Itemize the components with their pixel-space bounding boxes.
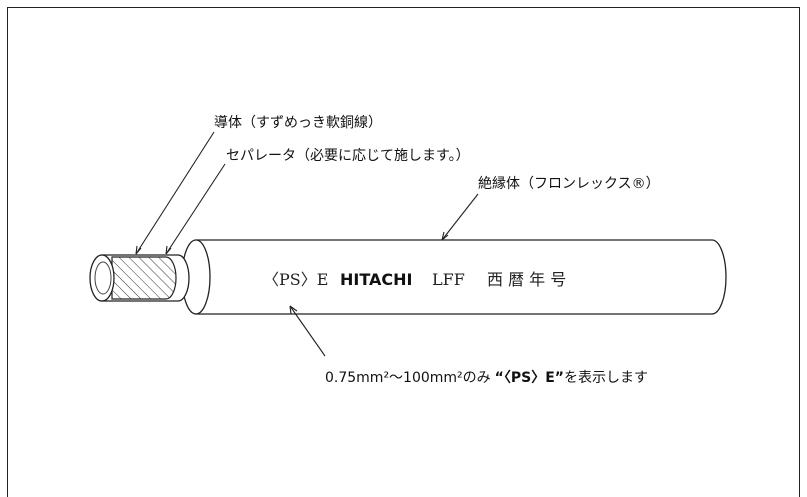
leader-conductor — [135, 131, 215, 255]
note-suffix: を表示します — [564, 370, 648, 386]
print-year-code: 西 暦 年 号 — [487, 270, 566, 289]
label-separator: セパレータ（必要に応じて施します。） — [226, 148, 470, 164]
print-brand-name: HITACHI — [340, 270, 412, 289]
note-quote: “〈PS〉E” — [495, 370, 564, 386]
label-conductor: 導体（すずめっき軟銅線） — [214, 115, 382, 131]
insulation-body — [181, 239, 727, 315]
leader-separator — [165, 163, 226, 255]
note-prefix: 0.75mm²〜100mm²のみ — [325, 370, 491, 386]
label-insulation: 絶縁体（フロンレックス®） — [478, 176, 660, 192]
diagram-frame — [7, 7, 800, 497]
print-cable-type: LFF — [432, 270, 465, 289]
leader-print-note — [289, 305, 326, 357]
conductor-end-face — [89, 254, 115, 302]
conductor-strands — [111, 256, 177, 300]
print-note: 0.75mm²〜100mm²のみ“〈PS〉E”を表示します — [325, 370, 648, 386]
print-ps-mark: 〈PS〉E — [263, 270, 328, 289]
leader-insulation — [441, 193, 479, 241]
